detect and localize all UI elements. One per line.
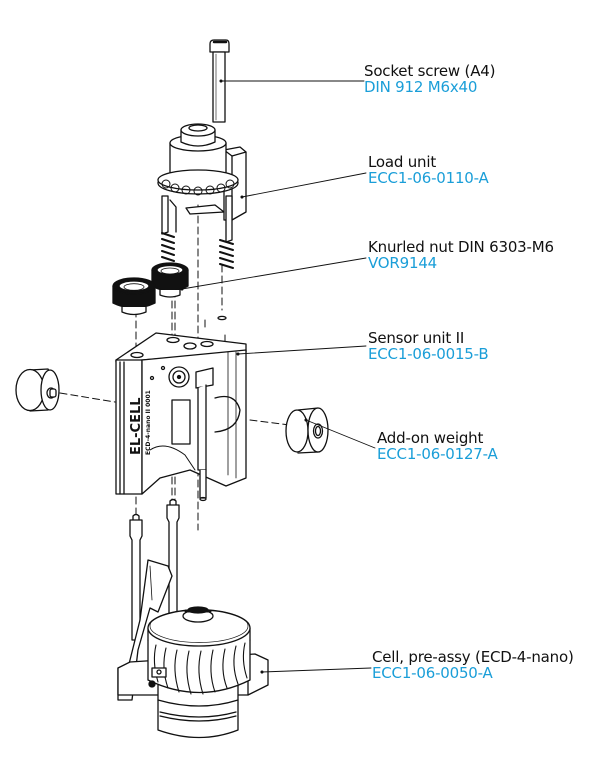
part-code-socket-screw: DIN 912 M6x40: [364, 78, 478, 96]
axis-line-weight-left: [59, 392, 116, 403]
part-name-socket-screw: Socket screw (A4): [364, 62, 496, 80]
socket-screw-part: [209, 39, 230, 123]
hole-marker: [217, 315, 227, 321]
leader-dot-add-on-weight: [304, 418, 308, 422]
callout-socket-screw: Socket screw (A4) DIN 912 M6x40: [364, 64, 495, 95]
knurled-nut-right: [151, 262, 189, 298]
leader-line-add-on-weight: [305, 419, 376, 449]
leader-dot-sensor-unit: [236, 352, 240, 356]
leader-dot-cell-pre-assy: [260, 670, 264, 674]
part-name-knurled-nut: Knurled nut DIN 6303-M6: [368, 238, 554, 256]
part-code-knurled-nut: VOR9144: [368, 254, 438, 272]
add-on-weight-right: [285, 407, 329, 454]
callout-cell-pre-assy: Cell, pre-assy (ECD-4-nano) ECC1-06-0050…: [372, 650, 574, 681]
leader-dot-knurled-nut: [180, 287, 184, 291]
leader-line-knurled-nut: [181, 257, 367, 290]
brand-model-text: ECD-4-nano II 0001: [145, 390, 152, 455]
sensor-unit-part: EL-CELL ECD-4-nano II 0001: [115, 332, 247, 502]
leader-line-sensor-unit: [237, 345, 367, 355]
leader-line-cell-pre-assy: [261, 667, 372, 673]
callout-knurled-nut: Knurled nut DIN 6303-M6 VOR9144: [368, 240, 554, 271]
brand-logo-text: EL-CELL: [129, 397, 144, 455]
knurled-nut-parts: [112, 262, 227, 321]
knurled-nut-left: [112, 277, 156, 316]
callout-load-unit: Load unit ECC1-06-0110-A: [368, 155, 489, 186]
part-code-load-unit: ECC1-06-0110-A: [368, 169, 489, 187]
leader-dot-load-unit: [240, 195, 244, 199]
part-name-cell-pre-assy: Cell, pre-assy (ECD-4-nano): [372, 648, 574, 666]
load-unit-part: [157, 123, 247, 269]
callout-sensor-unit: Sensor unit II ECC1-06-0015-B: [368, 329, 489, 363]
leader-lines: [180, 79, 376, 674]
guide-rods: [129, 498, 180, 641]
part-code-add-on-weight: ECC1-06-0127-A: [377, 445, 498, 463]
axis-line-weight-right: [249, 419, 291, 426]
part-name-sensor-unit: Sensor unit II: [368, 329, 465, 347]
leader-dot-socket-screw: [219, 79, 223, 83]
add-on-weight-left: [15, 368, 60, 412]
part-code-sensor-unit: ECC1-06-0015-B: [368, 345, 489, 363]
cell-pre-assy-part: [117, 559, 269, 739]
callout-add-on-weight: Add-on weight ECC1-06-0127-A: [377, 431, 498, 462]
leader-line-load-unit: [241, 172, 367, 198]
part-name-load-unit: Load unit: [368, 153, 437, 171]
part-name-add-on-weight: Add-on weight: [377, 429, 484, 447]
part-code-cell-pre-assy: ECC1-06-0050-A: [372, 664, 493, 682]
